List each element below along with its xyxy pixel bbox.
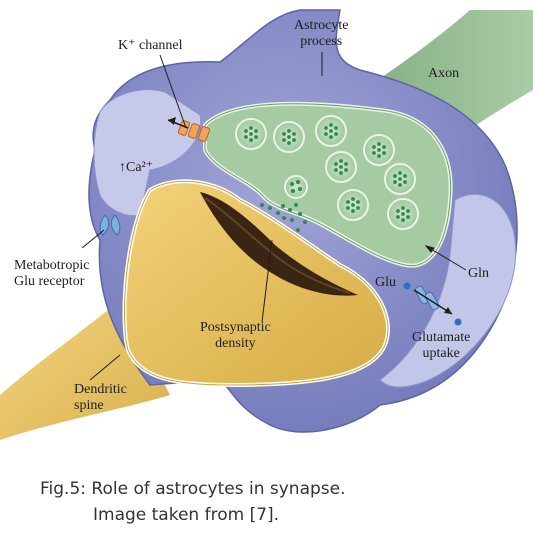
glutamate-dot <box>298 212 302 216</box>
synaptic-vesicle <box>363 134 395 166</box>
label-metabotropic-line1: Metabotropic <box>14 258 90 273</box>
label-axon: Axon <box>428 66 460 81</box>
label-dendritic-line2: spine <box>74 398 104 413</box>
synaptic-vesicle <box>337 189 369 221</box>
glutamate-dot <box>260 203 264 207</box>
glutamate-dot <box>290 218 294 222</box>
docked-vesicle <box>284 175 308 199</box>
label-astrocyte-process: Astrocyte process <box>294 18 348 50</box>
glutamate-dot <box>294 203 298 207</box>
k-channel-icon <box>167 117 211 142</box>
glutamate-dot <box>296 228 300 232</box>
label-glutamate-uptake-line2: uptake <box>422 346 460 361</box>
label-metabotropic-glu-receptor: Metabotropic Glu receptor <box>14 258 89 290</box>
diagram-canvas <box>0 9 533 440</box>
label-astrocyte-process-line2: process <box>300 34 343 49</box>
figure-caption: Fig.5: Role of astrocytes in synapse. Im… <box>40 476 346 528</box>
glutamate-dot <box>282 216 286 220</box>
synaptic-vesicles <box>235 115 419 230</box>
synaptic-vesicle <box>273 121 305 153</box>
caption-line-2: Image taken from [7]. <box>93 505 280 525</box>
label-glutamate-uptake: Glutamate uptake <box>412 330 470 362</box>
glutamate-dot <box>276 211 280 215</box>
astrocyte-synapse-diagram: Astrocyte process K⁺ channel Axon ↑Ca²⁺ … <box>0 9 533 440</box>
label-postsynaptic-line1: Postsynaptic <box>200 320 271 335</box>
synaptic-vesicle <box>387 198 419 230</box>
glutamate-transporter-icon <box>403 282 462 326</box>
metabotropic-receptor-icon <box>99 214 121 236</box>
glutamate-dot <box>268 206 272 210</box>
label-astrocyte-process-line1: Astrocyte <box>294 18 349 33</box>
caption-line-1: Fig.5: Role of astrocytes in synapse. <box>40 479 346 499</box>
label-dendritic-spine: Dendritic spine <box>74 382 127 414</box>
synaptic-vesicle <box>325 151 357 183</box>
label-glutamate-uptake-line1: Glutamate <box>412 330 471 345</box>
synaptic-vesicle <box>315 115 347 147</box>
label-postsynaptic-line2: density <box>215 336 256 351</box>
label-metabotropic-line2: Glu receptor <box>14 274 85 289</box>
label-dendritic-line1: Dendritic <box>74 382 127 397</box>
postsynaptic-density <box>200 192 358 296</box>
label-k-channel: K⁺ channel <box>118 38 183 53</box>
glutamate-dot <box>281 204 285 208</box>
glutamate-dot <box>288 208 292 212</box>
label-ca: ↑Ca²⁺ <box>119 160 154 175</box>
astrocyte-lobe-right <box>379 193 517 388</box>
label-gln: Gln <box>468 266 489 281</box>
synaptic-vesicle <box>384 163 416 195</box>
synaptic-vesicle <box>235 118 267 150</box>
leader-lines <box>81 52 467 381</box>
axon-terminal-outline <box>204 103 452 267</box>
label-postsynaptic-density: Postsynaptic density <box>200 320 271 352</box>
label-glu: Glu <box>375 275 396 290</box>
glutamate-dot <box>303 220 307 224</box>
